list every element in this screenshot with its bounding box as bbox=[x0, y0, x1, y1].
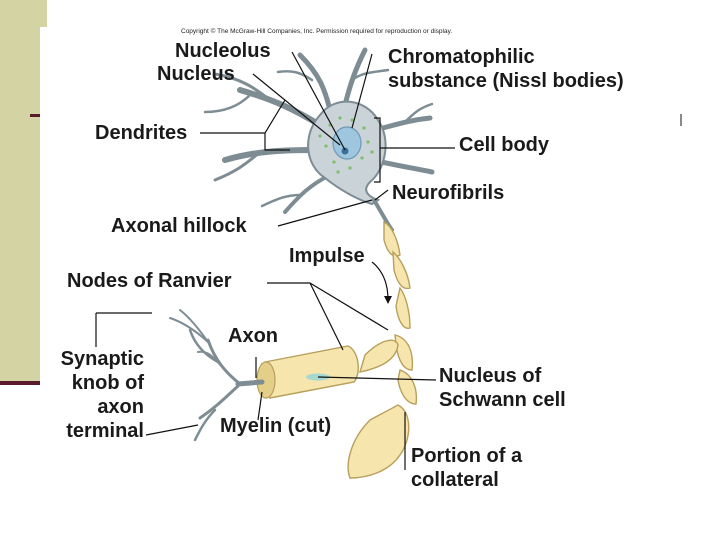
label-synaptic-line4: terminal bbox=[66, 420, 144, 442]
label-synaptic-line2: knob of bbox=[71, 372, 144, 394]
label-dendrites: Dendrites bbox=[95, 122, 188, 144]
myelin-segments bbox=[359, 220, 418, 405]
nucleolus-shape bbox=[341, 147, 349, 155]
myelin-cut-segment bbox=[264, 345, 359, 399]
copyright-notice: Copyright © The McGraw-Hill Companies, I… bbox=[181, 28, 453, 35]
label-nucleolus: Nucleolus bbox=[175, 40, 271, 62]
label-nucleus: Nucleus bbox=[157, 63, 235, 85]
label-axon: Axon bbox=[228, 325, 278, 347]
slide-rule-bottom bbox=[0, 381, 60, 385]
label-synaptic-line1: Synaptic bbox=[60, 348, 144, 370]
label-myelin-cut: Myelin (cut) bbox=[220, 415, 332, 437]
label-schwann-line1: Nucleus of bbox=[439, 365, 542, 387]
leader-lines bbox=[95, 51, 455, 470]
label-impulse: Impulse bbox=[289, 245, 365, 267]
label-schwann-line2: Schwann cell bbox=[439, 389, 566, 411]
label-axonal-hillock: Axonal hillock bbox=[111, 215, 247, 237]
label-chromatophilic-line1: Chromatophilic bbox=[388, 46, 535, 68]
label-collateral-line1: Portion of a bbox=[411, 445, 523, 467]
label-collateral-line2: collateral bbox=[411, 469, 499, 491]
label-cell-body: Cell body bbox=[459, 134, 550, 156]
label-neurofibrils: Neurofibrils bbox=[392, 182, 505, 204]
label-synaptic-line3: axon bbox=[97, 396, 144, 418]
slide-side-band bbox=[0, 0, 47, 385]
nucleus-shape bbox=[332, 126, 362, 160]
impulse-arrowhead bbox=[384, 296, 392, 304]
label-chromatophilic-line2: substance (Nissl bodies) bbox=[388, 70, 624, 92]
impulse-arrow bbox=[371, 261, 389, 301]
label-nodes-of-ranvier: Nodes of Ranvier bbox=[67, 270, 232, 292]
axon-terminal bbox=[169, 309, 265, 442]
collateral-segment bbox=[347, 404, 410, 479]
cell-body-bracket bbox=[374, 117, 381, 183]
